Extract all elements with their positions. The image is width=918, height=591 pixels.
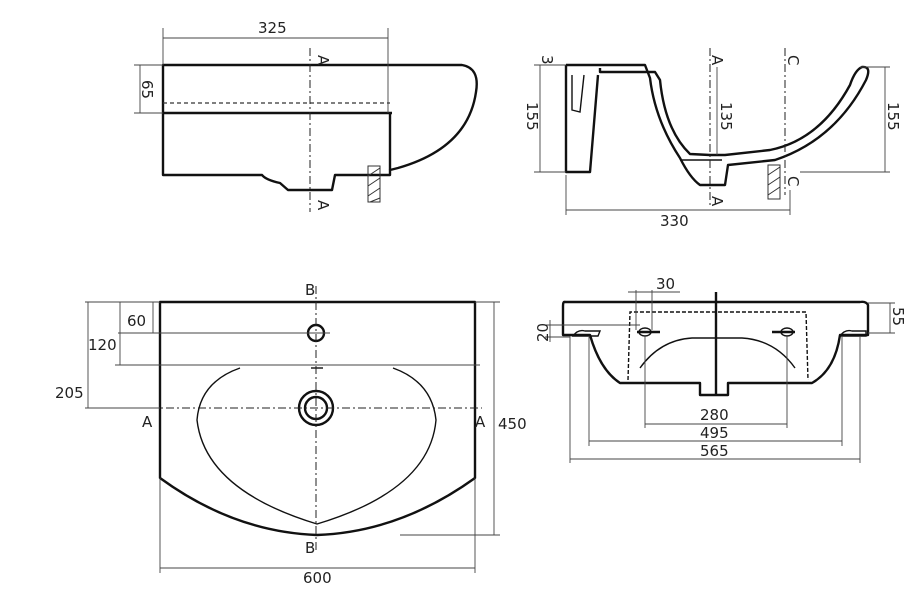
dim-325: 325 [258, 19, 287, 37]
front-hidden [627, 311, 809, 381]
pipe-hatch [367, 167, 381, 203]
dim-330: 330 [660, 212, 689, 230]
front-bowl [639, 337, 796, 369]
section-label-a-bottom: A [708, 196, 726, 207]
axis-label-b-top: B [305, 281, 315, 299]
dim-135: 135 [717, 102, 735, 131]
side-view-outline [161, 63, 478, 192]
side-view: A A 325 65 [134, 19, 478, 212]
dim-30: 30 [656, 275, 675, 293]
drain-pipe [767, 164, 781, 200]
axis-label-a-right: A [475, 413, 486, 431]
dim-60: 60 [127, 312, 146, 330]
dim-55: 55 [889, 307, 907, 326]
section-label-a-bottom: A [314, 200, 332, 211]
front-feet [571, 329, 867, 337]
dim-20: 20 [534, 323, 552, 342]
front-view: 30 20 55 280 495 565 [534, 275, 907, 463]
section-wall [564, 65, 600, 174]
drain-pipe [367, 165, 381, 203]
bowl-outline [196, 367, 437, 525]
front-outline [561, 300, 870, 397]
dim-120: 120 [88, 336, 117, 354]
dim-565: 565 [700, 442, 729, 460]
section-label-c-bottom: C [784, 176, 802, 186]
plan-view: B B A A 205 120 60 450 600 [55, 281, 527, 587]
dim-65: 65 [138, 80, 156, 99]
plan-outline [158, 300, 477, 537]
section-overflow [571, 74, 585, 113]
section-label-a-top: A [708, 55, 726, 66]
dim-450: 450 [498, 415, 527, 433]
dim-155-right: 155 [884, 102, 902, 131]
dim-205: 205 [55, 384, 84, 402]
axis-label-a-left: A [142, 413, 153, 431]
dim-3: 3 [538, 55, 556, 65]
dim-280: 280 [700, 406, 729, 424]
dim-600: 600 [303, 569, 332, 587]
section-view: A A C C 155 3 135 155 330 [523, 48, 902, 230]
dim-495: 495 [700, 424, 729, 442]
dim-155-left: 155 [523, 102, 541, 131]
axis-label-b-bottom: B [305, 539, 315, 557]
section-label-a-top: A [314, 55, 332, 66]
section-label-c-top: C [784, 55, 802, 65]
